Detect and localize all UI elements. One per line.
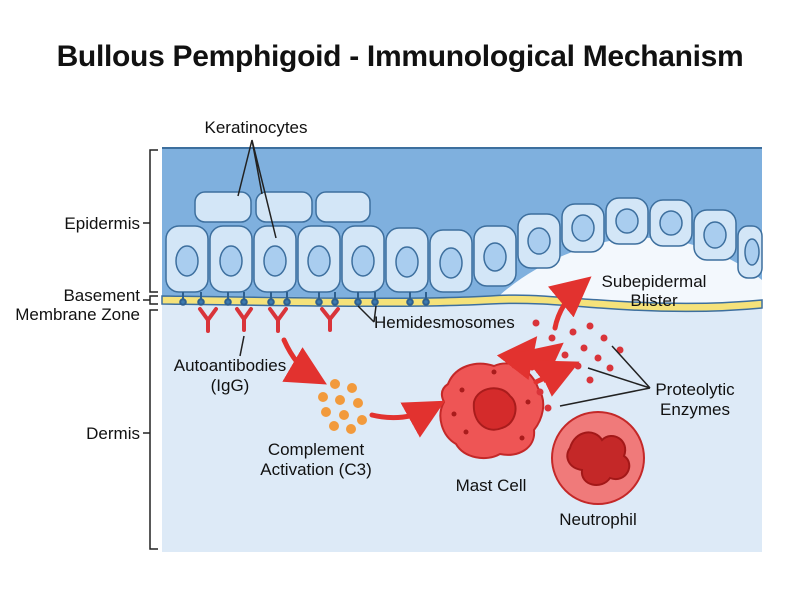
mast-cell-label: Mast Cell	[455, 476, 527, 495]
mast-cell-nucleus	[472, 387, 517, 431]
autoantibodies-label-line2: (IgG)	[210, 376, 250, 395]
dermis-label: Dermis	[86, 424, 140, 443]
basement-label-line1: Basement	[63, 286, 140, 305]
neutrophil-label: Neutrophil	[559, 510, 637, 529]
nucleus	[395, 246, 419, 278]
nucleus	[307, 245, 331, 277]
diagram-title: Bullous Pemphigoid - Immunological Mecha…	[56, 40, 744, 73]
leader-lines	[237, 139, 651, 407]
process-arrows	[281, 276, 592, 438]
igg-antibody	[320, 307, 340, 332]
arrow-to-blister	[547, 276, 592, 331]
keratinocyte	[255, 191, 313, 223]
nucleus	[263, 245, 287, 277]
blister-label-line1: Subepidermal	[601, 272, 707, 291]
keratinocyte	[315, 191, 371, 223]
igg-antibody	[198, 307, 218, 333]
keratinocyte	[194, 191, 252, 223]
complement-label-line2: Activation (C3)	[260, 460, 372, 479]
neutrophil-nucleus	[566, 431, 631, 486]
autoantibodies-label-line1: Autoantibodies	[173, 356, 287, 375]
proteolytic-leader	[559, 345, 651, 407]
nucleus	[571, 214, 595, 242]
hemidesmosomes-label: Hemidesmosomes	[374, 313, 515, 332]
autoantibodies-leader	[239, 335, 245, 357]
proteolytic-label-line1: Proteolytic	[655, 380, 735, 399]
nucleus	[744, 238, 760, 266]
nucleus	[175, 245, 199, 277]
blister-label-line2: Blister	[630, 291, 678, 310]
mast-cell-granules	[451, 369, 531, 441]
basement-label-line2: Membrane Zone	[15, 305, 140, 324]
layer-bracket	[143, 149, 158, 550]
nucleus	[483, 242, 507, 272]
keratinocytes-basal-row	[165, 197, 763, 293]
arrow-antibody-to-complement	[281, 337, 327, 385]
nucleus	[659, 210, 683, 236]
igg-antibody	[235, 307, 253, 332]
epidermis-label: Epidermis	[64, 214, 140, 233]
nucleus	[703, 221, 727, 249]
complement-c3-particles	[318, 379, 367, 434]
keratinocytes-upper-row	[194, 191, 371, 223]
keratinocytes-label: Keratinocytes	[204, 118, 308, 137]
nucleus	[439, 247, 463, 279]
arrow-complement-to-mast-cell	[369, 400, 446, 438]
nucleus	[615, 208, 639, 234]
hemidesmosomes	[179, 292, 430, 306]
proteolytic-label-line2: Enzymes	[660, 400, 730, 419]
igg-antibody	[268, 307, 288, 333]
autoantibodies	[198, 307, 340, 333]
basement-membrane	[161, 294, 763, 313]
nucleus	[351, 245, 375, 277]
complement-label-line1: Complement	[267, 440, 365, 459]
nucleus	[527, 227, 551, 255]
nucleus	[219, 245, 243, 277]
keratinocytes-leader	[237, 139, 277, 239]
arrow-mast-cell-right	[533, 360, 580, 397]
hemidesmosomes-leader	[357, 305, 377, 323]
